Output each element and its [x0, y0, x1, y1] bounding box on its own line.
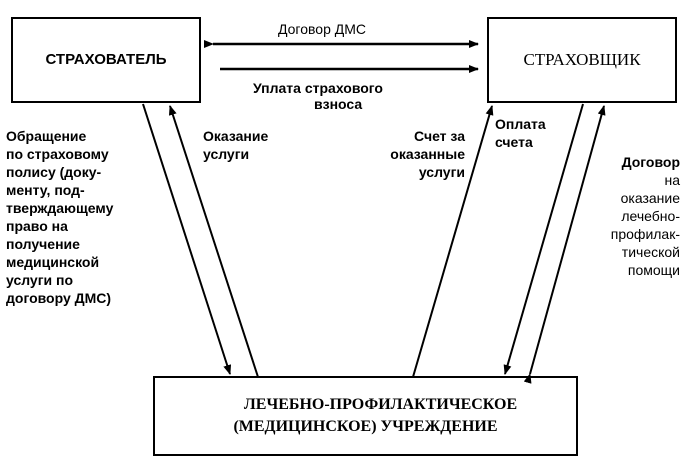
- node-insurer: СТРАХОВЩИК: [487, 17, 677, 103]
- appeal-line: право на: [6, 218, 68, 234]
- arrow-service: [168, 105, 259, 378]
- care-contract-line: профилак-: [610, 226, 680, 242]
- label-invoice: Счет за оказанные услуги: [370, 127, 465, 181]
- appeal-line: договору ДМС): [6, 290, 112, 306]
- appeal-line: менту, под-: [6, 182, 85, 198]
- label-care-contract: Договор на оказание лечебно- профилак- т…: [580, 153, 680, 279]
- arrow-appeal: [142, 103, 232, 375]
- appeal-line: по страховому: [6, 146, 109, 162]
- label-premium-1: Уплата страхового: [253, 80, 383, 96]
- payment-line: счета: [495, 134, 533, 150]
- appeal-line: Обращение: [6, 128, 87, 144]
- invoice-line: услуги: [418, 164, 465, 180]
- care-contract-line: Договор: [621, 154, 680, 170]
- care-contract-line: оказание: [620, 190, 680, 206]
- node-clinic: ЛЕЧЕБНО-ПРОФИЛАКТИЧЕСКОЕ (МЕДИЦИНСКОЕ) У…: [153, 376, 578, 456]
- node-insurer-label: СТРАХОВЩИК: [523, 50, 641, 69]
- label-premium-2: взноса: [314, 96, 363, 112]
- care-contract-line: помощи: [627, 262, 680, 278]
- node-insured-label: СТРАХОВАТЕЛЬ: [45, 51, 167, 68]
- appeal-line: медицинской: [6, 254, 100, 270]
- label-contract-dms: Договор ДМС: [278, 21, 367, 37]
- appeal-line: полису (доку-: [6, 164, 102, 180]
- care-contract-line: тической: [621, 244, 680, 260]
- care-contract-line: лечебно-: [621, 208, 680, 224]
- node-clinic-line2: (МЕДИЦИНСКОЕ) УЧРЕЖДЕНИЕ: [233, 418, 498, 435]
- appeal-line: услуги по: [6, 272, 74, 288]
- care-contract-line: на: [664, 172, 680, 188]
- label-appeal: Обращение по страховому полису (доку- ме…: [6, 127, 113, 307]
- label-service: Оказание услуги: [203, 127, 268, 163]
- label-payment: Оплата счета: [495, 115, 546, 151]
- service-line: Оказание: [203, 128, 269, 144]
- node-insured: СТРАХОВАТЕЛЬ: [11, 17, 201, 103]
- service-line: услуги: [203, 146, 250, 162]
- arrow-invoice: [412, 105, 494, 378]
- appeal-line: получение: [6, 236, 80, 252]
- node-clinic-line1: ЛЕЧЕБНО-ПРОФИЛАКТИЧЕСКОЕ: [243, 396, 518, 413]
- arrow-care-contract: [523, 105, 606, 384]
- invoice-line: оказанные: [390, 146, 465, 162]
- payment-line: Оплата: [495, 116, 546, 132]
- appeal-line: тверждающему: [6, 200, 114, 216]
- invoice-line: Счет за: [414, 128, 465, 144]
